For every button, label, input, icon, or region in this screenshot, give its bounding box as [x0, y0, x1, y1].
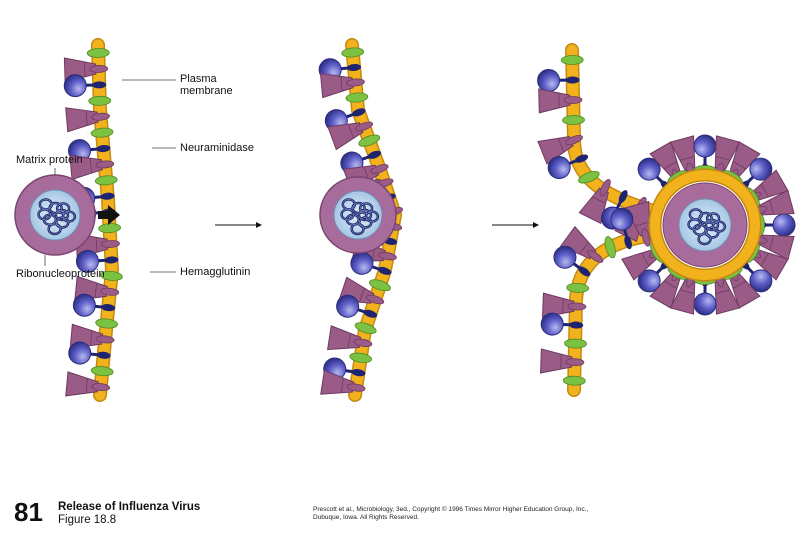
- leader-lines: [44, 79, 176, 273]
- figure-number: 81: [14, 497, 43, 527]
- neuraminidase-label: Neuraminidase: [180, 142, 254, 154]
- ribonucleoprotein-label: Ribonucleoprotein: [16, 268, 105, 280]
- virion-panel-2: [319, 176, 397, 254]
- budding-virion: [621, 134, 796, 316]
- matrix-protein-label: Matrix protein: [16, 154, 83, 166]
- figure-reference: Figure 18.8: [58, 514, 117, 526]
- membrane-proteins-panel-3: [537, 55, 651, 386]
- virion-panel-1: [14, 174, 96, 256]
- figure-title: Release of Influenza Virus: [58, 501, 201, 513]
- hemagglutinin-label: Hemagglutinin: [180, 266, 251, 278]
- entry-arrow: [98, 205, 120, 225]
- step-arrow-1: [215, 222, 262, 228]
- copyright-credit: Prescott et al., Microbiology, 3ed., Cop…: [313, 506, 589, 521]
- membrane-proteins-panel-1: [63, 48, 123, 397]
- plasma-membrane-label: Plasma membrane: [180, 73, 233, 97]
- step-arrow-2: [492, 222, 539, 228]
